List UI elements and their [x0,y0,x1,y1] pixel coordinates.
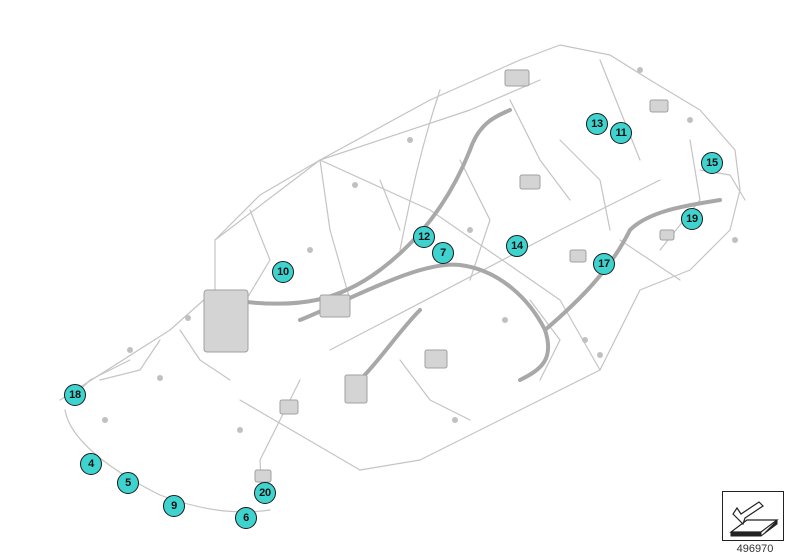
view-direction-arrow-icon [729,501,779,537]
callout-11[interactable]: 11 [610,122,632,144]
callout-6[interactable]: 6 [235,507,257,529]
reference-number: 496970 [736,543,774,555]
callout-15[interactable]: 15 [701,152,723,174]
callout-19[interactable]: 19 [681,208,703,230]
callout-13[interactable]: 13 [586,113,608,135]
tunnel-trunk [358,308,422,382]
roof-line [214,79,541,241]
callout-18[interactable]: 18 [64,384,86,406]
callout-10[interactable]: 10 [272,261,294,283]
front-left-line [239,399,361,471]
callout-7[interactable]: 7 [432,242,454,264]
callout-12[interactable]: 12 [413,226,435,248]
callout-14[interactable]: 14 [506,235,528,257]
fuse-box [203,289,249,353]
callout-5[interactable]: 5 [117,472,139,494]
callout-20[interactable]: 20 [254,482,276,504]
floor-line [329,179,661,351]
callout-17[interactable]: 17 [593,253,615,275]
callout-4[interactable]: 4 [80,453,102,475]
body-outline [59,44,741,471]
view-direction-symbol [722,491,784,541]
callout-9[interactable]: 9 [163,495,185,517]
floor-trunk [298,262,551,382]
rear-trunk [543,198,722,332]
cabin-rear [319,159,601,371]
